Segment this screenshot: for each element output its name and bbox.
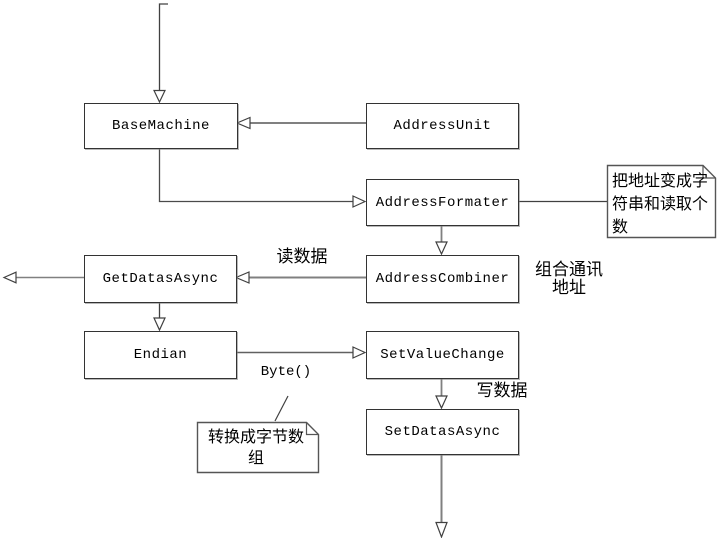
node-setdatasasync: SetDatasAsync	[366, 409, 519, 455]
node-addressformater: AddressFormater	[366, 179, 519, 226]
node-addresscombiner: AddressCombiner	[366, 255, 519, 303]
arrowhead-right-setvaluechange-icon	[352, 346, 367, 359]
edge-bytenote-to-bytelabel	[274, 395, 289, 422]
node-getdatasasync-label: GetDatasAsync	[102, 271, 219, 287]
edge-label-read-data: 读数据	[276, 247, 328, 267]
edge-basemachine-to-addressformater	[158, 147, 353, 203]
node-addresscombiner-label: AddressCombiner	[375, 271, 510, 287]
node-basemachine: BaseMachine	[84, 103, 238, 149]
node-setdatasasync-label: SetDatasAsync	[384, 424, 501, 440]
node-endian: Endian	[84, 331, 237, 379]
node-setvaluechange: SetValueChange	[366, 331, 519, 379]
edge-label-combine-address: 组合通讯 地址	[531, 261, 607, 297]
edge-label-write-data: 写数据	[476, 381, 528, 401]
arrowhead-down-endian-icon	[153, 317, 166, 332]
edge-top-to-basemachine	[158, 3, 168, 91]
note-shape-address	[606, 164, 717, 239]
note-shape-byte	[196, 421, 320, 474]
node-addressformater-label: AddressFormater	[375, 194, 510, 211]
note-fold-address-icon	[702, 165, 716, 179]
arrowhead-left-getdatasasync-icon	[234, 271, 250, 284]
edge-label-combine-line1: 组合通讯	[535, 260, 603, 280]
node-addressunit: AddressUnit	[366, 103, 519, 149]
arrowhead-down-basemachine-icon	[153, 89, 166, 104]
arrowhead-down-offscreen-icon	[435, 521, 448, 538]
node-getdatasasync: GetDatasAsync	[84, 255, 237, 303]
edge-label-byte-call: Byte()	[260, 364, 312, 380]
note-fold-byte-icon	[305, 422, 319, 436]
note-address-text: 把地址变成字符串和读取个数	[612, 171, 709, 236]
node-endian-label: Endian	[133, 347, 188, 363]
node-setvaluechange-label: SetValueChange	[380, 347, 505, 363]
arrowhead-left-basemachine-icon	[235, 116, 251, 130]
arrowhead-down-addresscombiner-icon	[435, 241, 448, 256]
arrowhead-left-offscreen-icon	[2, 271, 17, 284]
node-addressunit-label: AddressUnit	[393, 118, 492, 134]
note-byte-text: 转换成字节数组	[207, 427, 304, 467]
arrowhead-down-setdatasasync-icon	[435, 395, 448, 410]
node-basemachine-label: BaseMachine	[112, 118, 210, 134]
arrowhead-right-addressformater-icon	[352, 195, 367, 208]
edge-label-combine-line2: 地址	[552, 278, 586, 298]
